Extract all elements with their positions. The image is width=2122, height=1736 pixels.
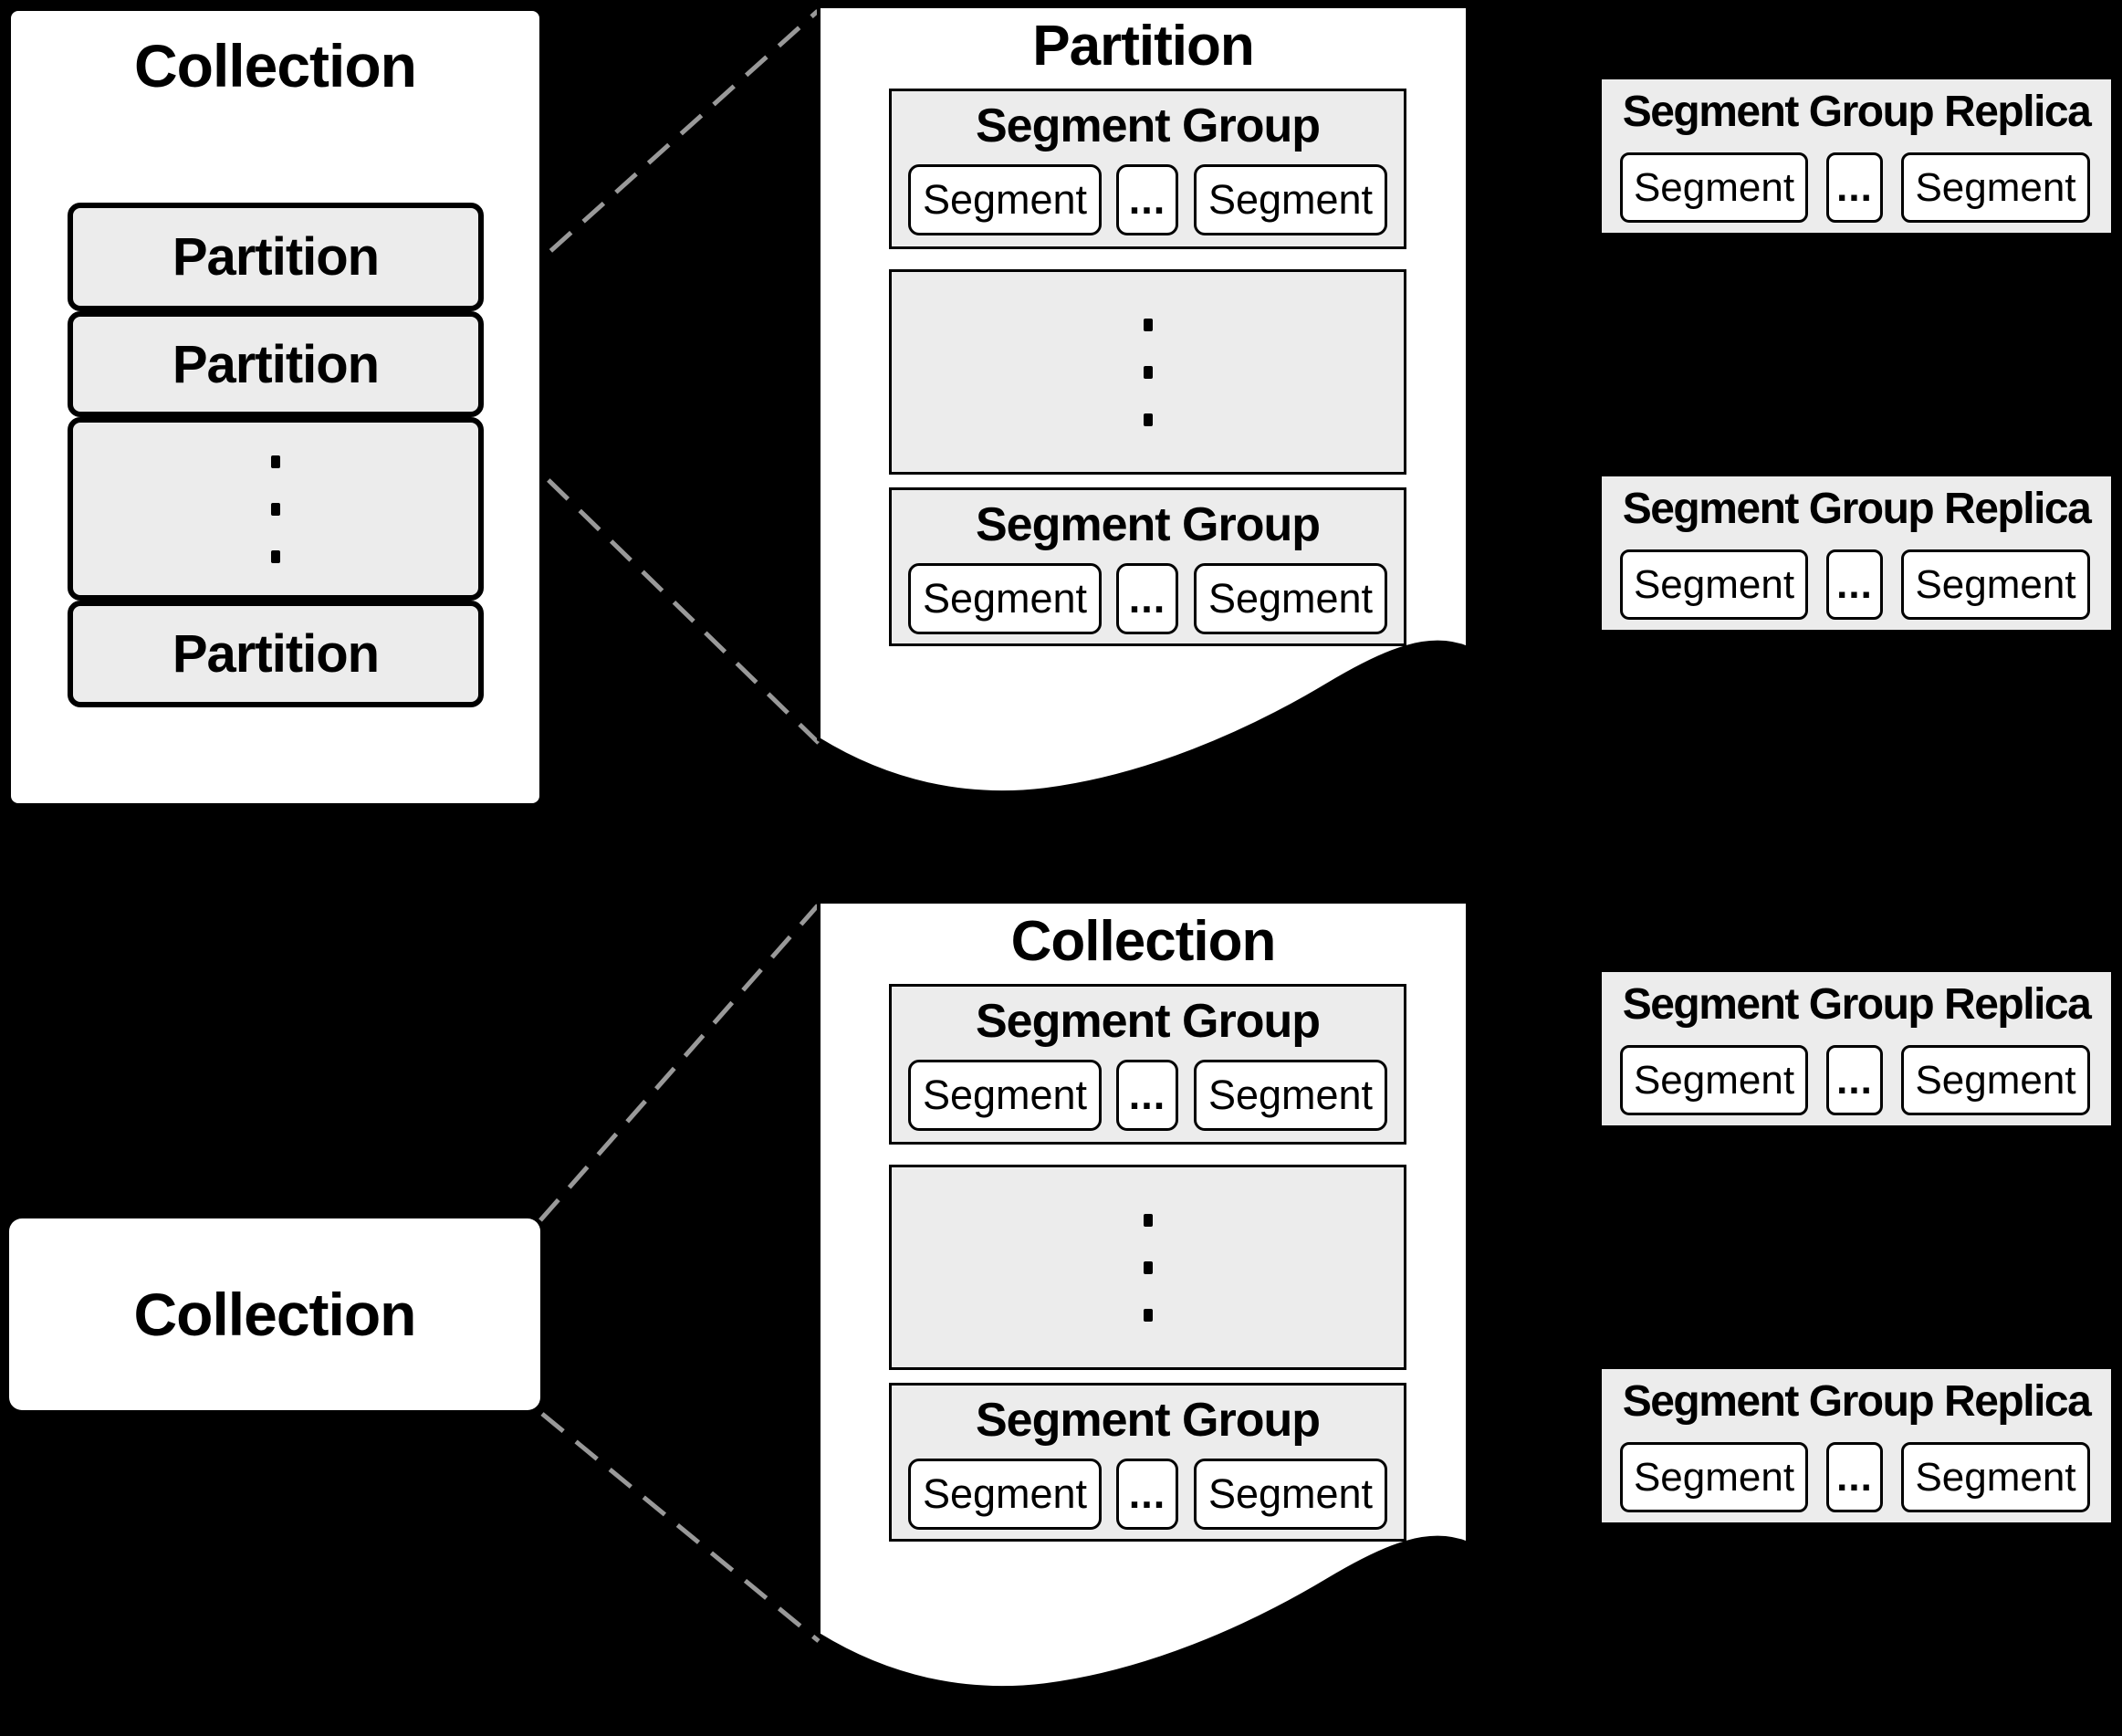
segment-group-ellipsis-box bbox=[889, 269, 1406, 475]
dashed-connector bbox=[538, 904, 820, 1222]
segment-box: Segment bbox=[1620, 1045, 1808, 1115]
ellipsis-dot bbox=[1143, 413, 1153, 426]
ellipsis-dot bbox=[271, 549, 280, 563]
ellipsis-box: ... bbox=[1826, 1442, 1883, 1512]
ellipsis-dot bbox=[271, 455, 280, 468]
ellipsis-dot bbox=[1143, 318, 1153, 331]
ellipsis-dot bbox=[271, 502, 280, 516]
segment-group-replica: Segment Group Replica Segment ... Segmen… bbox=[1600, 475, 2113, 632]
segment-box: Segment bbox=[1620, 1442, 1808, 1512]
ellipsis-box: ... bbox=[1826, 549, 1883, 620]
vertical-ellipsis-icon bbox=[892, 1167, 1404, 1367]
partition-ellipsis-box bbox=[68, 417, 484, 601]
segment-box: Segment bbox=[1194, 164, 1387, 235]
segment-group: Segment Group Segment ... Segment bbox=[889, 487, 1406, 646]
segment-group-ellipsis-box bbox=[889, 1165, 1406, 1370]
segment-group-replica: Segment Group Replica Segment ... Segmen… bbox=[1600, 78, 2113, 235]
ellipsis-box: ... bbox=[1116, 164, 1178, 235]
ellipsis-box: ... bbox=[1826, 1045, 1883, 1115]
segment-box: Segment bbox=[1194, 1060, 1387, 1131]
segment-box: Segment bbox=[1901, 1045, 2090, 1115]
segment-box: Segment bbox=[1620, 152, 1808, 223]
partition-detail-panel: Partition Segment Group Segment ... Segm… bbox=[817, 5, 1469, 803]
segment-group-title: Segment Group bbox=[975, 1394, 1321, 1447]
collection-detail-panel: Collection Segment Group Segment ... Seg… bbox=[817, 900, 1469, 1699]
segment-box: Segment bbox=[908, 1459, 1102, 1530]
ellipsis-box: ... bbox=[1116, 1459, 1178, 1530]
segment-group-title: Segment Group bbox=[975, 498, 1321, 551]
segment-box: Segment bbox=[1901, 549, 2090, 620]
ellipsis-dot bbox=[1143, 1213, 1153, 1227]
ellipsis-dot bbox=[1143, 1308, 1153, 1322]
ellipsis-box: ... bbox=[1826, 152, 1883, 223]
replica-title: Segment Group Replica bbox=[1622, 485, 2092, 533]
segment-group: Segment Group Segment ... Segment bbox=[889, 984, 1406, 1145]
ellipsis-box: ... bbox=[1116, 563, 1178, 634]
segment-box: Segment bbox=[908, 1060, 1102, 1131]
vertical-ellipsis-icon bbox=[892, 272, 1404, 472]
segment-box: Segment bbox=[1620, 549, 1808, 620]
segment-box: Segment bbox=[1194, 563, 1387, 634]
replica-title: Segment Group Replica bbox=[1622, 980, 2092, 1029]
segment-group-title: Segment Group bbox=[975, 99, 1321, 152]
segment-box: Segment bbox=[1194, 1459, 1387, 1530]
vertical-ellipsis-icon bbox=[73, 423, 478, 595]
panel-title: Partition bbox=[1032, 15, 1254, 78]
segment-group: Segment Group Segment ... Segment bbox=[889, 89, 1406, 249]
collection-card: Collection Partition Partition Partition bbox=[7, 7, 543, 807]
panel-title: Collection bbox=[1010, 910, 1277, 973]
ellipsis-box: ... bbox=[1116, 1060, 1178, 1131]
replica-title: Segment Group Replica bbox=[1622, 1377, 2092, 1426]
segment-group-title: Segment Group bbox=[975, 995, 1321, 1048]
segment-group-replica: Segment Group Replica Segment ... Segmen… bbox=[1600, 1367, 2113, 1524]
ellipsis-dot bbox=[1143, 1260, 1153, 1274]
segment-box: Segment bbox=[908, 563, 1102, 634]
partition-box: Partition bbox=[68, 203, 484, 311]
collection-label-box: Collection bbox=[9, 1218, 540, 1410]
collection-card-title: Collection bbox=[133, 32, 417, 99]
dashed-connector bbox=[540, 1412, 821, 1643]
segment-box: Segment bbox=[1901, 1442, 2090, 1512]
ellipsis-dot bbox=[1143, 365, 1153, 379]
segment-box: Segment bbox=[1901, 152, 2090, 223]
partition-box: Partition bbox=[68, 311, 484, 417]
segment-group-replica: Segment Group Replica Segment ... Segmen… bbox=[1600, 970, 2113, 1127]
segment-group: Segment Group Segment ... Segment bbox=[889, 1383, 1406, 1542]
segment-box: Segment bbox=[908, 164, 1102, 235]
replica-title: Segment Group Replica bbox=[1622, 88, 2092, 136]
partition-box: Partition bbox=[68, 601, 484, 707]
